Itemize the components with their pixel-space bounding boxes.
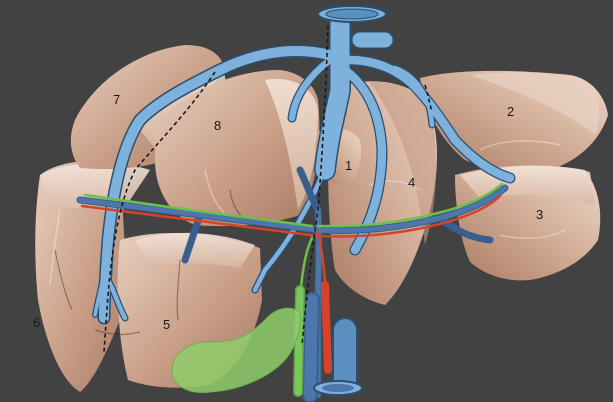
segment-label-5: 5 xyxy=(163,317,170,332)
segment-label-2: 2 xyxy=(507,104,514,119)
segment-label-3: 3 xyxy=(536,207,543,222)
hepatic-artery-trunk xyxy=(325,285,328,370)
segment-label-4: 4 xyxy=(408,175,415,190)
segment-label-8: 8 xyxy=(214,118,221,133)
segment-label-7: 7 xyxy=(113,92,120,107)
segment-label-1: 1 xyxy=(345,158,352,173)
segment-label-6: 6 xyxy=(33,315,40,330)
